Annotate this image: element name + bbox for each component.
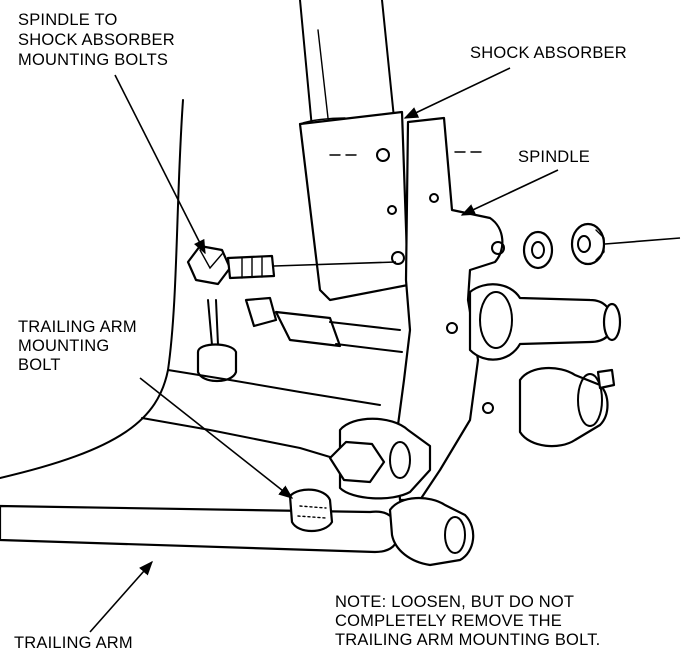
label-trailing-arm-bolt: TRAILING ARM MOUNTING BOLT — [18, 318, 137, 374]
shock-absorber — [298, 0, 486, 302]
label-trailing-arm-bolt-line-2: MOUNTING — [18, 337, 109, 355]
stabilizer-link — [196, 296, 403, 383]
label-spindle-bolts: SPINDLE TO SHOCK ABSORBER MOUNTING BOLTS — [18, 11, 175, 69]
washer — [522, 230, 554, 270]
label-trailing-arm-bolt-line-3: BOLT — [18, 356, 61, 374]
lower-frame — [141, 369, 381, 461]
leader-spindle — [460, 169, 559, 216]
spindle-bolt — [186, 244, 397, 286]
note-line-3: TRAILING ARM MOUNTING BOLT. — [335, 631, 600, 649]
label-spindle: SPINDLE — [518, 148, 590, 166]
leader-trailing-arm-bolt — [139, 377, 294, 499]
label-trailing-arm: TRAILING ARM — [14, 634, 133, 652]
leader-lines — [89, 67, 681, 633]
leader-trailing-arm — [89, 560, 153, 633]
label-trailing-arm-bolt-line-1: TRAILING ARM — [18, 318, 137, 336]
spindle — [394, 116, 622, 502]
label-shock-absorber: SHOCK ABSORBER — [470, 44, 627, 62]
note: NOTE: LOOSEN, BUT DO NOT COMPLETELY REMO… — [335, 593, 600, 649]
label-spindle-bolts-line-3: MOUNTING BOLTS — [18, 51, 168, 69]
leader-nut-bolt — [604, 237, 681, 245]
nut — [570, 222, 606, 266]
leader-shock-absorber — [403, 67, 511, 119]
note-line-2: COMPLETELY REMOVE THE — [335, 612, 562, 630]
trailing-arm-mounting-bolt — [328, 417, 432, 500]
note-line-1: NOTE: LOOSEN, BUT DO NOT — [335, 593, 574, 611]
leader-spindle-bolts — [114, 74, 206, 255]
label-spindle-bolts-line-2: SHOCK ABSORBER — [18, 31, 175, 49]
label-spindle-bolts-line-1: SPINDLE TO — [18, 11, 118, 29]
trailing-arm — [0, 488, 475, 567]
